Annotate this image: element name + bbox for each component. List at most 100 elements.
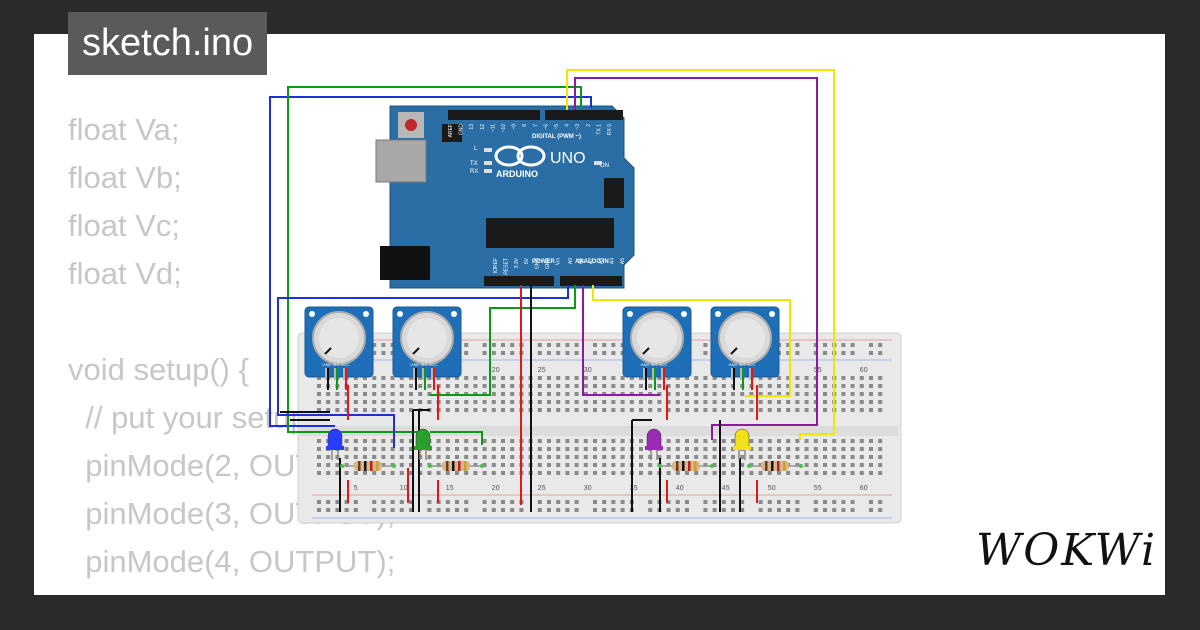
breadboard-hole <box>409 463 413 467</box>
breadboard-hole <box>666 447 671 451</box>
breadboard-hole <box>547 351 551 355</box>
breadboard-hole <box>767 447 772 451</box>
breadboard-hole <box>510 400 515 404</box>
led-purple[interactable] <box>645 428 663 460</box>
breadboard-hole <box>878 500 883 504</box>
led-blue[interactable] <box>326 428 344 460</box>
breadboard-hole <box>620 384 625 388</box>
breadboard-hole <box>611 376 616 380</box>
breadboard-hole <box>445 447 450 451</box>
breadboard-hole <box>363 439 367 443</box>
breadboard-hole <box>749 400 754 404</box>
led-yellow[interactable] <box>733 428 751 460</box>
breadboard-hole <box>335 500 340 504</box>
breadboard-hole <box>813 392 818 396</box>
breadboard-hole <box>455 408 459 412</box>
board-pin-label: A2 <box>589 258 595 264</box>
breadboard-hole <box>767 400 772 404</box>
breadboard-hole <box>850 376 855 380</box>
breadboard-hole <box>813 439 818 443</box>
breadboard-hole <box>491 447 496 451</box>
breadboard-hole <box>869 439 873 443</box>
breadboard-hole <box>657 408 662 412</box>
breadboard-hole <box>574 392 579 396</box>
breadboard-hole <box>712 400 717 404</box>
breadboard-hole <box>813 463 818 467</box>
breadboard-hole <box>473 447 478 451</box>
digital-pin-label: ~11 <box>490 124 496 132</box>
breadboard-hole <box>445 455 450 459</box>
breadboard-hole <box>390 500 395 504</box>
breadboard-hole <box>593 463 597 467</box>
breadboard-hole <box>795 463 800 467</box>
led-green[interactable] <box>414 428 432 460</box>
breadboard-hole <box>381 500 386 504</box>
breadboard-hole <box>685 392 689 396</box>
breadboard-hole <box>758 408 763 412</box>
breadboard-hole <box>694 447 699 451</box>
breadboard-hole <box>317 463 321 467</box>
preview-card: float Va;float Vb;float Vc;float Vd;void… <box>34 34 1165 595</box>
breadboard-hole <box>869 500 873 504</box>
breadboard-hole <box>703 376 708 380</box>
breadboard-hole <box>795 471 800 475</box>
breadboard-hole <box>685 500 689 504</box>
breadboard-hole <box>878 376 883 380</box>
breadboard-hole <box>758 463 763 467</box>
breadboard-hole <box>767 471 772 475</box>
breadboard-hole <box>878 439 883 443</box>
breadboard-hole <box>813 351 818 355</box>
breadboard-hole <box>869 392 873 396</box>
breadboard-hole <box>869 351 873 355</box>
breadboard-hole <box>694 471 699 475</box>
breadboard-hole <box>749 471 754 475</box>
breadboard-hole <box>510 471 515 475</box>
breadboard-hole <box>694 400 699 404</box>
breadboard-hole <box>482 439 487 443</box>
breadboard-hole <box>731 439 735 443</box>
breadboard-hole <box>869 384 873 388</box>
resistor[interactable] <box>340 461 396 471</box>
breadboard-hole <box>418 400 423 404</box>
breadboard-hole <box>648 384 653 388</box>
breadboard-hole <box>399 384 404 388</box>
breadboard-hole <box>445 400 450 404</box>
resistor[interactable] <box>747 461 803 471</box>
breadboard-hole <box>602 400 607 404</box>
breadboard-hole <box>409 392 413 396</box>
resistor[interactable] <box>428 461 484 471</box>
breadboard-hole <box>620 471 625 475</box>
resistor[interactable] <box>658 461 714 471</box>
breadboard-hole <box>537 455 542 459</box>
file-tab-title[interactable]: sketch.ino <box>68 12 268 75</box>
breadboard-hole <box>675 508 680 512</box>
breadboard-hole <box>372 392 377 396</box>
breadboard-hole <box>767 508 772 512</box>
digital-pin-label: ~6 <box>543 124 549 130</box>
breadboard-hole <box>491 400 496 404</box>
breadboard-hole <box>767 392 772 396</box>
breadboard-hole <box>556 343 561 347</box>
wire-blue <box>269 96 592 427</box>
breadboard-hole <box>326 471 331 475</box>
code-line: float Vd; <box>68 256 182 291</box>
breadboard-hole <box>666 500 671 504</box>
breadboard-hole <box>666 400 671 404</box>
board-pin-label: A3 <box>599 258 605 264</box>
breadboard-hole <box>786 447 791 451</box>
breadboard-hole <box>556 408 561 412</box>
breadboard-hole <box>372 447 377 451</box>
breadboard-hole <box>767 439 772 443</box>
breadboard-hole <box>556 439 561 443</box>
breadboard-hole <box>611 343 616 347</box>
breadboard-hole <box>381 447 386 451</box>
breadboard-hole <box>813 343 818 347</box>
breadboard-hole <box>363 455 367 459</box>
breadboard-hole <box>537 463 542 467</box>
breadboard-hole <box>639 400 643 404</box>
breadboard-hole <box>455 376 459 380</box>
